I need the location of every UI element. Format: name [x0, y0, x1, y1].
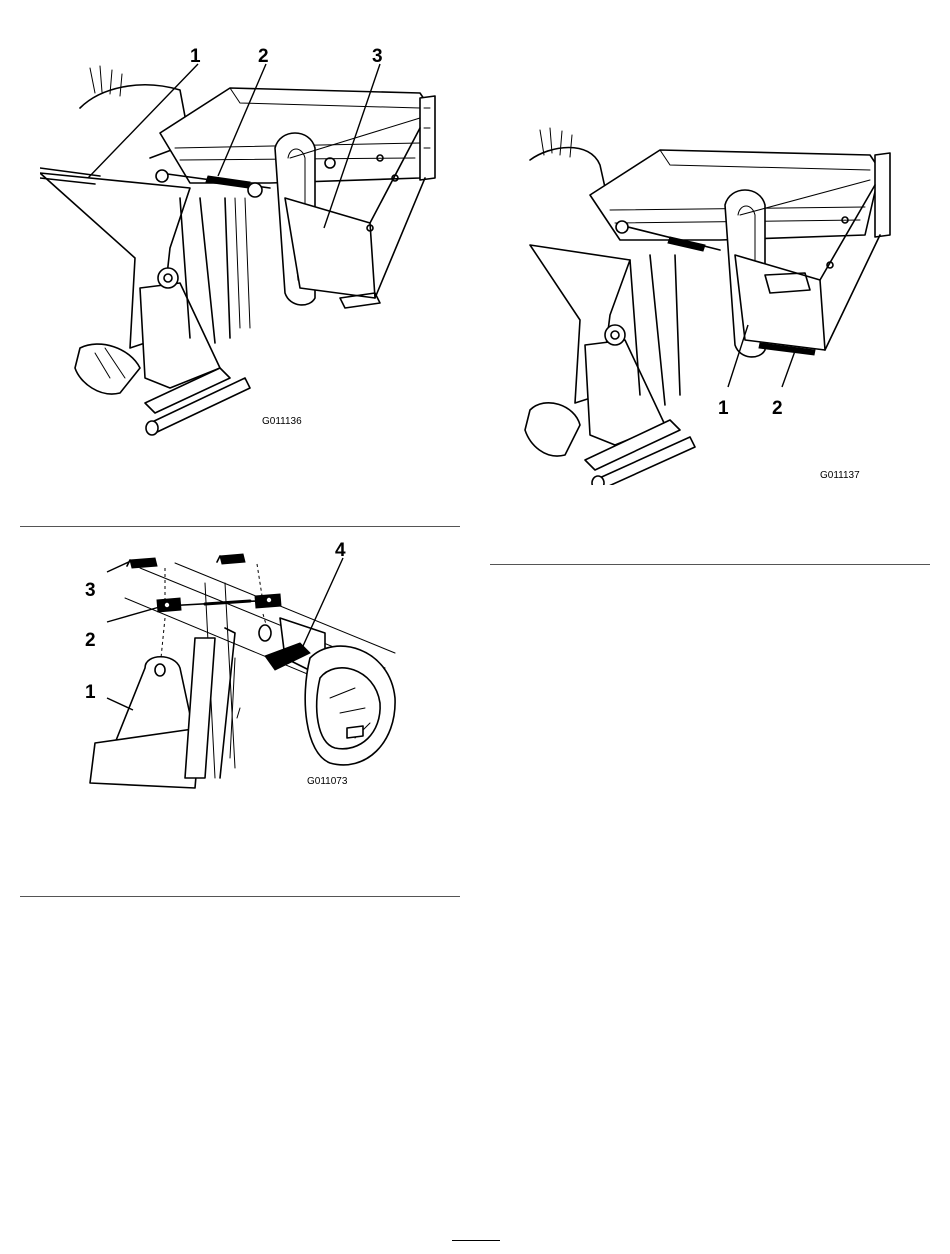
figure-g011073-callout-4: 4: [335, 540, 346, 561]
figure-divider-left-top: [20, 526, 460, 527]
figure-g011073-callout-1: 1: [85, 682, 96, 703]
page-footer-rule: [452, 1240, 500, 1241]
figure-g011136-id: G011136: [262, 416, 302, 427]
figure-divider-right: [490, 564, 930, 565]
figure-g011136-callout-3: 3: [372, 48, 383, 67]
figure-g011073-callout-2: 2: [85, 630, 96, 651]
figure-g011137-id: G011137: [820, 470, 860, 481]
figure-g011137-callout-2: 2: [772, 398, 783, 419]
figure-g011136-callout-2: 2: [258, 48, 269, 67]
figure-divider-left-bottom: [20, 896, 460, 897]
figure-g011136-callout-1: 1: [190, 48, 201, 67]
figure-g011137-callout-1: 1: [718, 398, 729, 419]
figure-g011136: 1 2 3 G011136: [40, 48, 460, 438]
figure-g011073-illustration: 3 2 1 4 G011073: [85, 538, 405, 798]
figure-g011073-id: G011073: [307, 776, 348, 787]
figure-g011137: 1 2 G011137: [520, 125, 900, 485]
figure-g011073: 3 2 1 4 G011073: [85, 538, 405, 798]
figure-g011136-illustration: 1 2 3 G011136: [40, 48, 460, 438]
figure-g011137-illustration: 1 2 G011137: [520, 125, 900, 485]
figure-g011073-callout-3: 3: [85, 580, 96, 601]
